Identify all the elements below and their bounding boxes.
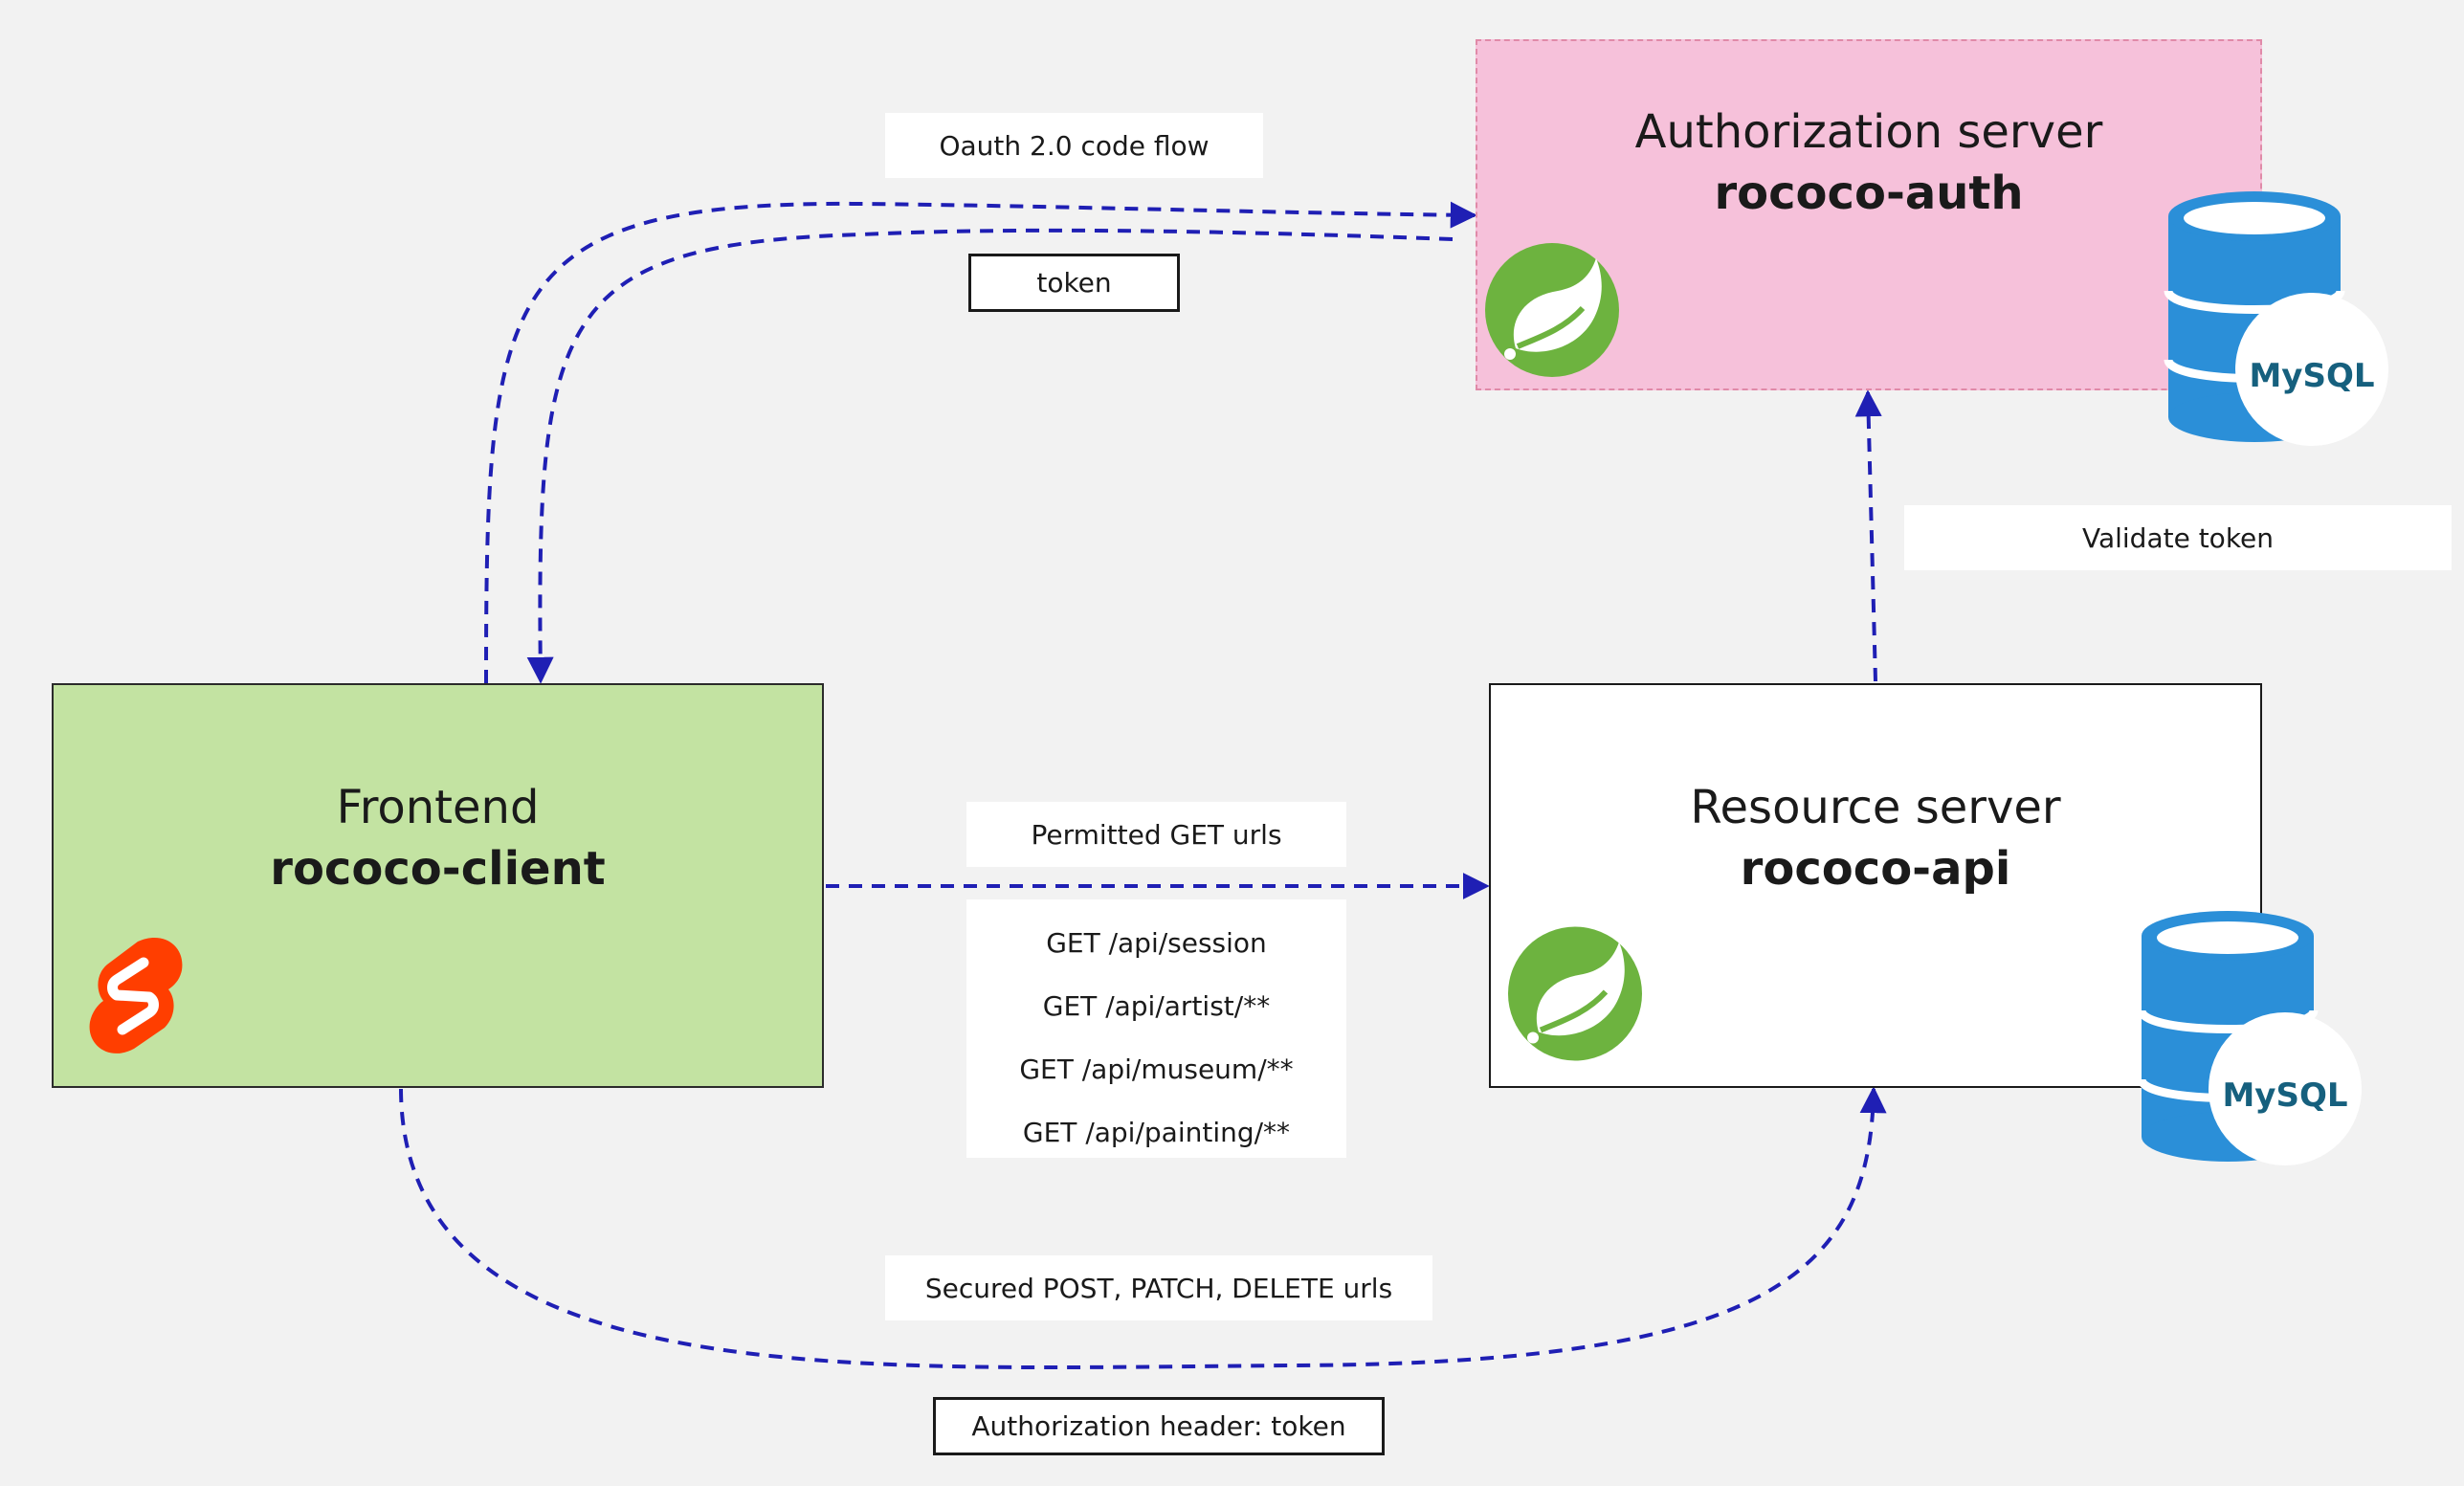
get-url-item: GET /api/painting/** — [1022, 1116, 1291, 1148]
secured-urls-arrow — [399, 1086, 1887, 1370]
resource-server-title: Resource server — [1690, 780, 2061, 834]
auth-header-label: Authorization header: token — [933, 1397, 1385, 1455]
frontend-name: rococo-client — [270, 841, 606, 896]
mysql-database-icon: MySQL — [2137, 911, 2362, 1165]
frontend-title: Frontend — [336, 780, 540, 834]
token-label: token — [968, 254, 1180, 312]
get-url-item: GET /api/session — [1046, 926, 1267, 959]
mysql-text: MySQL — [2249, 357, 2374, 395]
get-url-item: GET /api/artist/** — [1042, 989, 1271, 1022]
mysql-text: MySQL — [2222, 1076, 2347, 1115]
svelte-icon — [89, 937, 183, 1054]
permitted-get-url-list: GET /api/session GET /api/artist/** GET … — [966, 899, 1346, 1158]
secured-urls-label: Secured POST, PATCH, DELETE urls — [885, 1255, 1432, 1320]
token-arrow — [526, 228, 1454, 684]
oauth-flow-arrow — [484, 201, 1477, 684]
auth-server-title: Authorization server — [1634, 104, 2103, 159]
validate-token-arrow — [1854, 389, 1882, 682]
mysql-database-icon: MySQL — [2164, 191, 2388, 446]
spring-icon — [1485, 243, 1619, 377]
resource-server-name: rococo-api — [1740, 841, 2011, 896]
oauth-flow-label: Oauth 2.0 code flow — [885, 113, 1263, 178]
validate-token-label: Validate token — [1904, 505, 2452, 570]
auth-server-name: rococo-auth — [1714, 166, 2024, 220]
frontend-node: Frontend rococo-client — [52, 683, 824, 1088]
permitted-get-label: Permitted GET urls — [966, 802, 1346, 867]
get-url-item: GET /api/museum/** — [1019, 1053, 1294, 1085]
spring-icon — [1508, 926, 1642, 1061]
